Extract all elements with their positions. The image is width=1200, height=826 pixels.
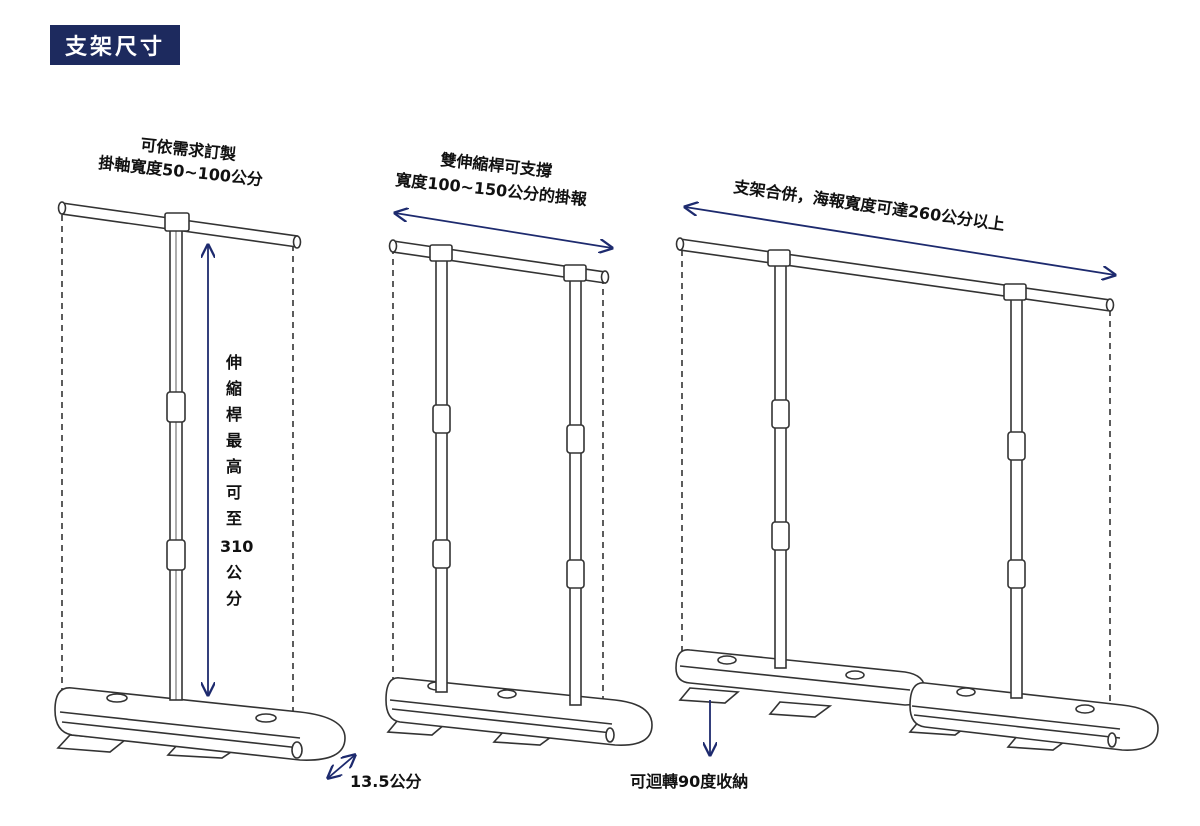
height-char: 分 <box>226 589 242 608</box>
pole-joint <box>771 521 790 551</box>
pole-joint <box>166 539 186 571</box>
stand1-height-label: 伸 縮 桿 最 高 可 至 310 公 分 <box>220 353 253 608</box>
stand-double <box>385 239 653 746</box>
stand-combined <box>675 237 1159 751</box>
pole-joint <box>432 539 451 569</box>
telescopic-pole <box>1010 292 1023 699</box>
height-char: 高 <box>226 457 242 476</box>
stand-base <box>909 682 1159 751</box>
height-char: 公 <box>226 563 242 582</box>
stand1-custom-line2: 掛軸寬度50~100公分 <box>98 153 264 189</box>
combined-width-arrow <box>685 207 1115 275</box>
stand-base <box>385 677 653 746</box>
bar-clamp <box>1003 283 1027 301</box>
telescopic-pole <box>435 254 448 693</box>
width-arrow <box>395 213 612 248</box>
telescopic-pole <box>569 274 582 706</box>
pole-joint <box>166 391 186 423</box>
pole-joint <box>566 559 585 589</box>
stand2-line2: 寬度100~150公分的掛報 <box>394 170 589 209</box>
pole-joint <box>566 424 585 454</box>
height-char: 伸 <box>225 353 242 372</box>
stand-base <box>675 649 926 706</box>
stand-single <box>54 201 346 761</box>
height-char: 縮 <box>226 379 242 398</box>
telescopic-pole <box>774 257 787 669</box>
bar-clamp <box>563 264 587 282</box>
stand3-rotate-label: 可迴轉90度收納 <box>630 772 748 791</box>
pole-joint <box>432 404 451 434</box>
height-char: 310 <box>220 537 253 556</box>
bar-clamp <box>164 212 190 232</box>
stand3-line1: 支架合併，海報寬度可達260公分以上 <box>731 177 1005 234</box>
stand1-depth-label: 13.5公分 <box>350 772 421 791</box>
stand-base <box>54 687 346 761</box>
stand-foot <box>768 701 833 718</box>
bar-clamp <box>767 249 791 267</box>
height-char: 桿 <box>226 405 242 424</box>
depth-arrow <box>328 755 355 778</box>
height-char: 至 <box>226 509 242 528</box>
pole-joint <box>771 399 790 429</box>
section-title: 支架尺寸 <box>64 35 165 60</box>
height-char: 可 <box>226 483 242 502</box>
section-title-badge: 支架尺寸 <box>50 25 180 65</box>
pole-joint <box>1007 431 1026 461</box>
height-char: 最 <box>226 431 243 450</box>
hanging-bar <box>679 238 1111 312</box>
stand-foot <box>678 687 740 704</box>
pole-joint <box>1007 559 1026 589</box>
bar-clamp <box>429 244 453 262</box>
